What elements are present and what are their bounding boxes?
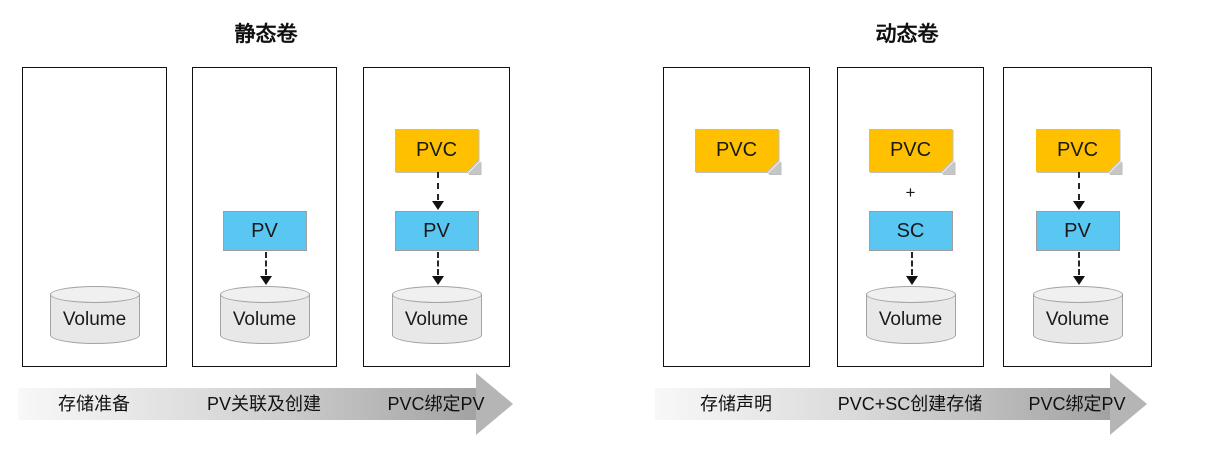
static-panel-1: Volume [22,67,167,367]
step-label-pvc-bind-pv: PVC绑定PV [1028,394,1126,414]
down-arrow-connector [1072,172,1085,210]
step-label-pvc-bind-pv: PVC绑定PV [387,394,485,414]
dynamic-panel-2: PVC + SC Volume [837,67,984,367]
pvc-label: PVC [715,139,758,161]
sc-label: SC [896,219,925,242]
arrowhead-icon [431,276,444,285]
down-arrow-connector [1072,252,1085,285]
cylinder-top [865,286,956,303]
pvc-note: PVC [869,129,955,174]
dashed-line [436,172,439,200]
step-label-storage-claim: 存储声明 [700,394,772,414]
pvc-label: PVC [415,139,458,161]
pvc-note-background [395,129,479,172]
pvc-note-background [869,129,953,172]
static-volume-title: 静态卷 [234,23,298,46]
dashed-line [910,252,913,275]
dashed-line [264,252,267,275]
dashed-line [1077,172,1080,200]
plus-sign: + [905,183,916,202]
volume-label: Volume [62,309,127,330]
pv-box: PV [394,211,479,251]
step-label-pv-create: PV关联及创建 [206,394,322,414]
volume-label: Volume [404,309,469,330]
sc-box: SC [868,211,953,251]
down-arrow-connector [431,172,444,210]
volume-cylinder-icon: Volume [1032,286,1123,344]
static-panel-3: PVC PV Volume [363,67,510,367]
pv-box: PV [1035,211,1120,251]
pvc-label: PVC [889,139,932,161]
pvc-note: PVC [1036,129,1122,174]
pvc-note: PVC [395,129,481,174]
pv-label: PV [251,219,278,242]
pv-label: PV [1064,219,1091,242]
volume-cylinder-icon: Volume [865,286,956,344]
arrowhead-icon [259,276,272,285]
volume-cylinder-icon: Volume [49,286,140,344]
dynamic-panel-1: PVC [663,67,810,367]
volume-cylinder-icon: Volume [219,286,310,344]
dynamic-panel-3: PVC PV Volume [1003,67,1152,367]
arrowhead-icon [1072,201,1085,210]
pv-box: PV [222,211,307,251]
pvc-note-background [695,129,779,172]
step-label-pvc-sc-create-storage: PVC+SC创建存储 [837,394,983,414]
cylinder-top [49,286,140,303]
pvc-note: PVC [695,129,781,174]
volume-label: Volume [1045,309,1110,330]
down-arrow-connector [259,252,272,285]
dashed-line [1077,252,1080,275]
down-arrow-connector [905,252,918,285]
volume-label: Volume [878,309,943,330]
arrowhead-icon [431,201,444,210]
pvc-note-background [1036,129,1120,172]
arrowhead-icon [905,276,918,285]
dynamic-process-arrow-bar [655,388,1110,420]
pv-label: PV [423,219,450,242]
static-panel-2: PV Volume [192,67,337,367]
pvc-label: PVC [1056,139,1099,161]
cylinder-top [1032,286,1123,303]
arrowhead-icon [1072,276,1085,285]
static-process-arrow-bar [18,388,476,420]
cylinder-top [219,286,310,303]
step-label-storage-prepare: 存储准备 [58,394,130,414]
volume-label: Volume [232,309,297,330]
cylinder-top [391,286,482,303]
dashed-line [436,252,439,275]
volume-cylinder-icon: Volume [391,286,482,344]
down-arrow-connector [431,252,444,285]
dynamic-volume-title: 动态卷 [875,23,939,46]
